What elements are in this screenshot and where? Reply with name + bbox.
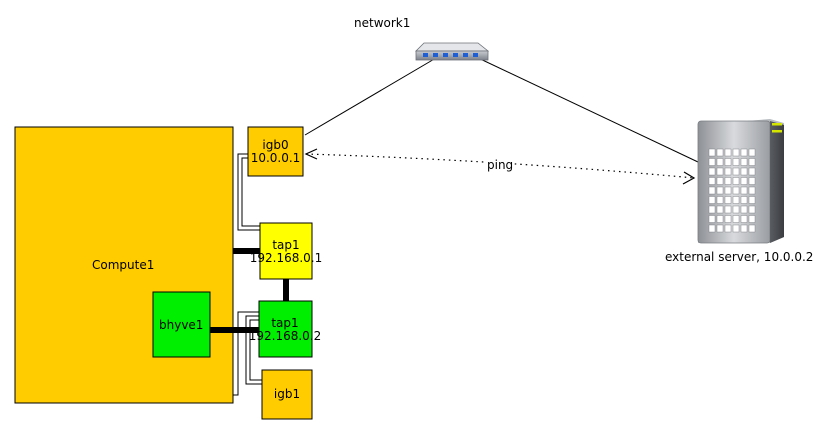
server-vent-cell: [716, 224, 724, 233]
server-vent-cell: [716, 205, 724, 214]
server-vent-cell: [740, 177, 748, 185]
server-vent-grid: [708, 148, 756, 233]
server-vent-cell: [732, 186, 740, 195]
tap-vm-name: tap1: [271, 316, 299, 330]
tap-host-name: tap1: [272, 238, 300, 252]
server-vent-cell: [716, 215, 724, 223]
server-vent-cell: [708, 215, 716, 223]
server-vent-cell: [732, 224, 740, 233]
server-vent-cell: [724, 177, 732, 185]
server-vent-cell: [740, 215, 748, 223]
server-vent-cell: [724, 167, 732, 176]
server-vent-cell: [716, 196, 724, 204]
server-vent-cell: [724, 196, 732, 204]
ping-label: ping: [487, 158, 514, 172]
igb1-box[interactable]: [261, 369, 313, 420]
igb0-name: igb0: [262, 138, 289, 152]
server-vent-cell: [708, 148, 716, 157]
server-vent-cell: [740, 158, 748, 166]
server-vent-cell: [708, 177, 716, 185]
server-label: external server, 10.0.0.2: [665, 250, 814, 264]
server-vent-cell: [724, 148, 732, 157]
tap-vm-ip: 192.168.0.2: [248, 329, 322, 343]
bhyve-label: bhyve1: [159, 318, 204, 332]
server-vent-cell: [716, 158, 724, 166]
server-icon[interactable]: [697, 119, 784, 244]
igb1-name: igb1: [273, 387, 301, 401]
compute-label: Compute1: [92, 258, 155, 272]
igb0-box[interactable]: [247, 126, 304, 177]
server-vent-cell: [748, 167, 756, 176]
server-vent-cell: [740, 148, 748, 157]
server-vent-cell: [748, 205, 756, 214]
server-vent-cell: [748, 196, 756, 204]
bridge-wiring: [233, 153, 262, 396]
tap-host-ip: 192.168.0.1: [249, 251, 323, 265]
server-vent-cell: [732, 148, 740, 157]
server-vent-cell: [732, 205, 740, 214]
server-vent-cell: [732, 215, 740, 223]
igb0-ip: 10.0.0.1: [250, 151, 301, 165]
server-vent-cell: [708, 224, 716, 233]
server-vent-cell: [708, 186, 716, 195]
server-vent-cell: [748, 186, 756, 195]
server-vent-cell: [716, 167, 724, 176]
server-vent-cell: [716, 186, 724, 195]
server-vent-cell: [732, 177, 740, 185]
tap1-vm-box[interactable]: [258, 300, 313, 358]
server-vent-cell: [748, 215, 756, 223]
server-vent-cell: [740, 167, 748, 176]
server-vent-cell: [740, 205, 748, 214]
server-vent-cell: [724, 158, 732, 166]
server-vent-cell: [732, 158, 740, 166]
server-vent-cell: [724, 186, 732, 195]
server-vent-cell: [748, 158, 756, 166]
server-vent-cell: [748, 148, 756, 157]
server-vent-cell: [748, 177, 756, 185]
server-vent-cell: [732, 196, 740, 204]
server-vent-cell: [724, 224, 732, 233]
server-vent-cell: [748, 224, 756, 233]
server-vent-cell: [732, 167, 740, 176]
tap1-host-box[interactable]: [259, 222, 313, 280]
link-switch-server: [473, 55, 699, 163]
bhyve1-box[interactable]: [152, 291, 211, 358]
ping-arrow: [304, 148, 696, 185]
switch-icon[interactable]: [415, 42, 490, 61]
server-vent-cell: [708, 167, 716, 176]
link-igb0-switch: [304, 57, 437, 136]
server-vent-cell: [716, 148, 724, 157]
server-vent-cell: [716, 177, 724, 185]
server-vent-cell: [708, 158, 716, 166]
server-vent-cell: [724, 205, 732, 214]
server-vent-cell: [724, 215, 732, 223]
server-vent-cell: [740, 186, 748, 195]
server-vent-cell: [740, 224, 748, 233]
server-vent-cell: [708, 205, 716, 214]
network-label: network1: [354, 16, 411, 30]
server-vent-cell: [740, 196, 748, 204]
server-vent-cell: [708, 196, 716, 204]
